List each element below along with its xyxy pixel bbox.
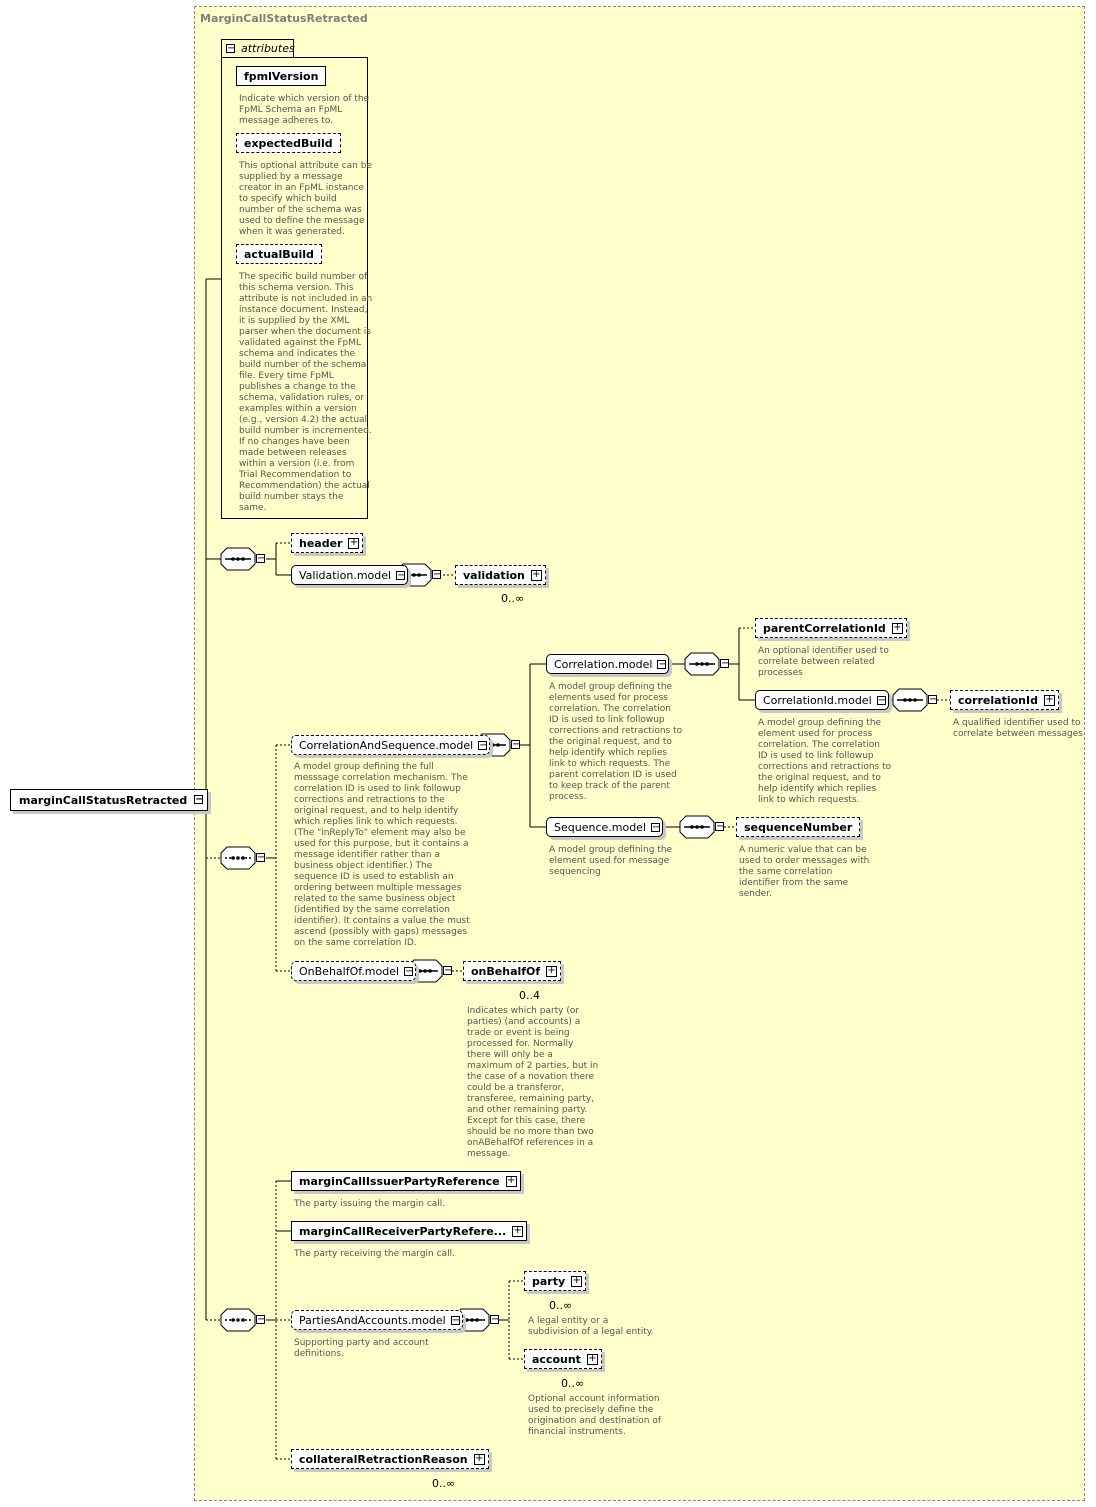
collapse-icon[interactable]: − — [194, 794, 204, 805]
element-label: account — [532, 1353, 581, 1366]
element-label: sequenceNumber — [744, 821, 853, 834]
element-description: A qualified identifier used to correlate… — [953, 718, 1083, 739]
element-margin-call-issuer-party-reference[interactable]: marginCallIssuerPartyReference + — [291, 1171, 521, 1191]
attributes-tab-label: attributes — [241, 42, 295, 55]
group-correlation-model[interactable]: Correlation.model − — [546, 654, 670, 674]
element-label: header — [299, 537, 343, 550]
element-header[interactable]: header + — [291, 533, 364, 553]
expand-icon[interactable]: + — [505, 1175, 517, 1187]
element-label: parentCorrelationId — [763, 622, 886, 635]
element-description: Indicates which party (or parties) (and … — [467, 1006, 599, 1159]
collapse-icon[interactable]: − — [256, 553, 266, 564]
expand-icon[interactable]: + — [473, 1453, 485, 1465]
group-label: Validation.model — [299, 569, 392, 582]
element-correlation-id[interactable]: correlationId + — [950, 690, 1059, 710]
attributes-tab[interactable]: − attributes — [221, 39, 295, 58]
attribute-description: This optional attribute can be supplied … — [239, 161, 372, 237]
element-description: A numeric value that can be used to orde… — [739, 845, 870, 899]
group-label: CorrelationId.model — [763, 694, 872, 707]
diagram-title: MarginCallStatusRetracted — [200, 12, 368, 25]
attribute-description: The specific build number of this schema… — [239, 272, 373, 513]
element-validation[interactable]: validation + — [455, 565, 546, 585]
group-description: A model group defining the element used … — [758, 718, 892, 805]
group-description: A model group defining the full messsage… — [294, 762, 470, 948]
cardinality: 0..4 — [519, 989, 540, 1002]
collapse-icon[interactable]: − — [720, 658, 730, 669]
expand-icon[interactable]: + — [512, 1225, 524, 1237]
collapse-icon[interactable]: − — [511, 739, 521, 750]
collapse-icon[interactable]: − — [396, 570, 406, 581]
group-label: Sequence.model — [554, 821, 647, 834]
element-description: The party receiving the margin call. — [294, 1249, 455, 1259]
cardinality: 0..∞ — [561, 1377, 585, 1390]
element-label: onBehalfOf — [471, 965, 541, 978]
group-correlation-id-model[interactable]: CorrelationId.model − — [755, 690, 889, 710]
element-party[interactable]: party + — [524, 1271, 587, 1291]
element-margin-call-receiver-party-reference[interactable]: marginCallReceiverPartyRefere... + — [291, 1221, 528, 1241]
collapse-icon[interactable]: − — [404, 966, 414, 977]
root-element-label: marginCallStatusRetracted — [19, 794, 188, 807]
attribute-fpml-version[interactable]: fpmlVersion — [236, 66, 327, 86]
element-description: Optional account information used to pre… — [528, 1394, 661, 1437]
element-account[interactable]: account + — [524, 1349, 602, 1369]
group-label: CorrelationAndSequence.model — [299, 739, 474, 752]
collapse-icon[interactable]: − — [490, 1314, 500, 1325]
element-label: validation — [463, 569, 525, 582]
attribute-actual-build[interactable]: actualBuild — [236, 244, 322, 264]
group-on-behalf-of-model[interactable]: OnBehalfOf.model − — [291, 961, 417, 981]
element-collateral-retraction-reason[interactable]: collateralRetractionReason + — [291, 1449, 489, 1469]
attribute-expected-build[interactable]: expectedBuild — [236, 133, 341, 153]
element-description: An optional identifier used to correlate… — [758, 646, 889, 678]
group-validation-model[interactable]: Validation.model − — [291, 565, 409, 585]
group-label: PartiesAndAccounts.model — [299, 1314, 446, 1327]
collapse-icon[interactable]: − — [651, 822, 661, 833]
group-label: Correlation.model — [554, 658, 653, 671]
cardinality: 0..∞ — [501, 592, 525, 605]
collapse-icon[interactable]: − — [256, 1314, 266, 1325]
collapse-icon[interactable]: − — [432, 569, 442, 580]
element-label: correlationId — [958, 694, 1038, 707]
group-description: A model group defining the element used … — [549, 845, 673, 877]
attribute-description: Indicate which version of the FpML Schem… — [239, 94, 370, 126]
collapse-icon[interactable]: − — [928, 694, 938, 705]
collapse-icon[interactable]: − — [657, 659, 667, 670]
collapse-icon[interactable]: − — [715, 821, 725, 832]
collapse-icon[interactable]: − — [443, 965, 453, 976]
element-label: party — [532, 1275, 566, 1288]
root-element-box[interactable]: marginCallStatusRetracted − — [10, 789, 209, 811]
group-description: A model group defining the elements used… — [549, 682, 683, 802]
element-sequence-number[interactable]: sequenceNumber — [736, 817, 861, 837]
collapse-icon[interactable]: − — [256, 852, 266, 863]
cardinality: 0..∞ — [432, 1477, 456, 1490]
expand-icon[interactable]: + — [546, 965, 558, 977]
group-label: OnBehalfOf.model — [299, 965, 400, 978]
element-label: collateralRetractionReason — [299, 1453, 468, 1466]
cardinality: 0..∞ — [549, 1299, 573, 1312]
element-description: A legal entity or a subdivision of a leg… — [528, 1316, 654, 1337]
element-description: The party issuing the margin call. — [294, 1199, 446, 1209]
expand-icon[interactable]: + — [530, 569, 542, 581]
element-on-behalf-of[interactable]: onBehalfOf + — [463, 961, 562, 981]
expand-icon[interactable]: + — [891, 622, 903, 634]
element-label: marginCallReceiverPartyRefere... — [299, 1225, 507, 1238]
group-description: Supporting party and account definitions… — [294, 1338, 429, 1359]
element-parent-correlation-id[interactable]: parentCorrelationId + — [755, 618, 907, 638]
collapse-icon[interactable]: − — [876, 695, 887, 706]
expand-icon[interactable]: + — [348, 537, 360, 549]
expand-icon[interactable]: + — [1043, 694, 1055, 706]
collapse-icon[interactable]: − — [450, 1315, 461, 1326]
collapse-icon[interactable]: − — [478, 740, 488, 751]
expand-icon[interactable]: + — [586, 1353, 598, 1365]
group-parties-and-accounts-model[interactable]: PartiesAndAccounts.model − — [291, 1310, 463, 1330]
group-correlation-and-sequence-model[interactable]: CorrelationAndSequence.model − — [291, 735, 491, 755]
group-sequence-model[interactable]: Sequence.model − — [546, 817, 664, 837]
collapse-icon[interactable]: − — [226, 43, 236, 54]
element-label: marginCallIssuerPartyReference — [299, 1175, 500, 1188]
expand-icon[interactable]: + — [571, 1275, 583, 1287]
